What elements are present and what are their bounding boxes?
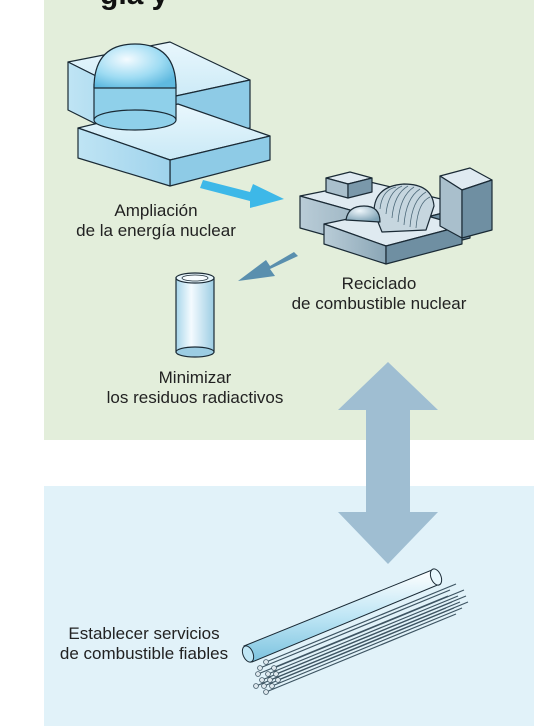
arrow-to-recycling-icon [200,180,284,208]
label-recycling-line2: de combustible nuclear [291,294,467,313]
arrow-to-waste-icon [238,252,298,281]
label-recycling-line1: Reciclado [341,274,417,293]
label-fuel-services-line1: Establecer servicios [68,624,220,643]
label-recycling: Reciclado de combustible nuclear [264,274,494,314]
waste-canister-icon [175,272,215,358]
reprocessing-plant-icon [299,167,493,265]
label-minimize: Minimizar los residuos radiactivos [95,368,295,408]
nuclear-reactor-icon [67,41,271,187]
page-title: gía y [100,0,168,12]
label-expansion: Ampliación de la energía nuclear [56,201,256,241]
fuel-rods-icon [241,568,469,695]
label-minimize-line2: los residuos radiactivos [106,388,284,407]
label-fuel-services: Establecer servicios de combustible fiab… [40,624,248,664]
fuel-services-panel [44,486,534,726]
label-minimize-line1: Minimizar [158,368,232,387]
double-arrow-icon [338,362,438,564]
label-expansion-line1: Ampliación [114,201,198,220]
label-fuel-services-line2: de combustible fiables [59,644,229,663]
label-expansion-line2: de la energía nuclear [76,221,236,240]
